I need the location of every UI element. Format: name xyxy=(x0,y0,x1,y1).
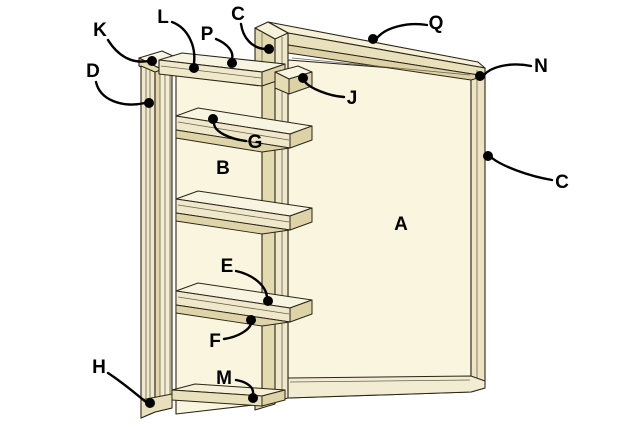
leader-line-n xyxy=(482,63,533,77)
shelf-rail-1-back-ledge xyxy=(175,129,291,153)
callout-f-13: F xyxy=(209,315,256,352)
callout-label-m: M xyxy=(216,368,232,389)
callout-label-d: D xyxy=(86,61,100,82)
top-front-rail-group xyxy=(158,52,286,87)
shelf-rail-2-seam xyxy=(177,204,290,223)
shelf-rail-1-right-end xyxy=(289,125,313,149)
callout-e-12: E xyxy=(221,256,273,306)
callout-label-j: J xyxy=(347,88,358,109)
right-panel-bottom-seam xyxy=(289,379,471,383)
leader-line-g xyxy=(212,121,248,143)
leader-dot-f xyxy=(246,315,256,325)
callout-d-6: D xyxy=(86,61,154,108)
leader-line-q xyxy=(375,23,429,40)
left-post-front-face-D xyxy=(140,65,156,419)
callout-label-q: Q xyxy=(429,13,444,34)
shelf-rail-1-seam xyxy=(177,121,290,141)
callout-label-l: L xyxy=(157,7,169,28)
leader-dot-j xyxy=(298,73,308,83)
callout-k-0: K xyxy=(93,20,157,66)
callout-h-15: H xyxy=(92,357,155,408)
leader-dot-h xyxy=(145,398,155,408)
leader-dot-c xyxy=(483,151,493,161)
shelf-rail-3-seam xyxy=(177,296,290,315)
callout-label-e: E xyxy=(221,256,234,277)
callout-label-f: F xyxy=(209,331,221,352)
callout-p-2: P xyxy=(201,24,237,68)
right-panel-face xyxy=(287,59,472,399)
leader-dot-e xyxy=(263,296,273,306)
callout-n-5: N xyxy=(475,56,548,81)
shelf-rail-3-right-end xyxy=(289,299,313,323)
shelf-rail-1-group xyxy=(175,107,313,153)
callout-j-7: J xyxy=(298,73,357,109)
shelf-rail-3-group xyxy=(175,282,313,327)
left-outer-post-group xyxy=(138,50,183,419)
leader-line-h xyxy=(106,371,148,404)
leader-dot-d xyxy=(144,98,154,108)
shelf-rail-2-group xyxy=(175,190,313,235)
right-panel-bottom-rail xyxy=(287,375,486,399)
callout-label-b: B xyxy=(216,158,230,179)
callout-label-p: P xyxy=(201,24,214,45)
leader-dot-k xyxy=(147,56,157,66)
callout-c-10: C xyxy=(483,151,569,193)
bottom-rail-group xyxy=(171,383,286,407)
leader-line-m xyxy=(234,378,255,396)
callout-label-c: C xyxy=(231,4,245,25)
callout-label-c: C xyxy=(555,172,569,193)
leader-line-l xyxy=(170,20,196,65)
leader-line-j xyxy=(303,80,346,99)
right-panel-right-edge xyxy=(470,67,486,393)
leader-dot-n xyxy=(475,71,485,81)
leader-dot-m xyxy=(248,393,258,403)
leader-line-c xyxy=(490,156,554,182)
callout-l-1: L xyxy=(157,7,199,73)
callout-label-k: K xyxy=(93,20,107,41)
leader-line-k xyxy=(106,38,150,63)
callout-q-4: Q xyxy=(368,13,443,44)
callout-label-g: G xyxy=(248,132,263,153)
leader-dot-q xyxy=(368,34,378,44)
callout-b-9: B xyxy=(216,158,230,179)
callout-label-a: A xyxy=(394,214,408,235)
leader-line-d xyxy=(94,80,147,106)
callout-c-3: C xyxy=(231,4,274,54)
leader-dot-g xyxy=(208,114,218,124)
callout-label-n: N xyxy=(534,56,548,77)
shelf-rail-2-back-ledge xyxy=(175,212,291,235)
leader-line-p xyxy=(214,37,234,61)
right-panel-seam-top xyxy=(291,57,471,76)
callout-g-8: G xyxy=(208,114,262,153)
callout-a-11: A xyxy=(394,214,408,235)
leader-line-e xyxy=(234,269,269,299)
leader-line-f xyxy=(222,322,253,341)
callout-label-h: H xyxy=(92,357,106,378)
leader-line-c xyxy=(239,22,267,51)
callout-m-14: M xyxy=(216,368,258,403)
leader-dot-c xyxy=(264,44,274,54)
leader-dot-p xyxy=(227,58,237,68)
right-panel-group xyxy=(267,21,486,399)
shelf-rail-2-right-end xyxy=(289,207,313,231)
bottom-rail-right-end xyxy=(261,389,286,407)
top-front-rail-seam xyxy=(160,65,262,79)
leader-dot-l xyxy=(189,63,199,73)
